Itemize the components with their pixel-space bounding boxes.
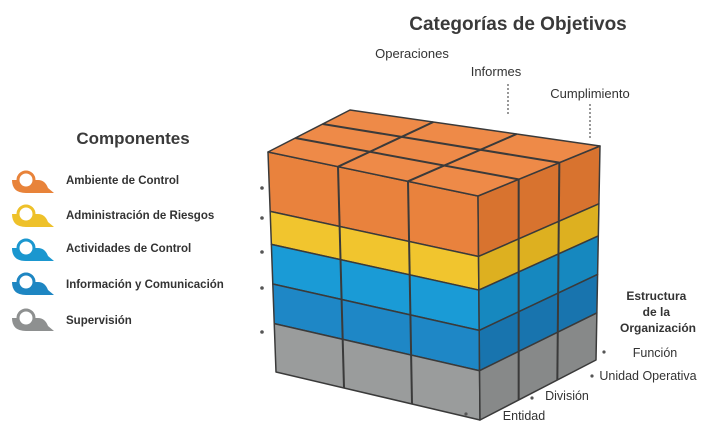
components-heading: Componentes [76, 129, 189, 148]
structure-label-entidad: Entidad [503, 409, 545, 423]
structure-heading: Estructura de la Organización [620, 289, 696, 335]
diagram-title: Categorías de Objetivos [409, 14, 627, 35]
coso-cube [267, 109, 601, 421]
component-item-informacion: Información y Comunicación [12, 272, 224, 295]
category-label-operaciones: Operaciones [375, 46, 449, 61]
front-column-line [407, 181, 413, 405]
side-column-line [556, 162, 561, 381]
structure-label-unidad: Unidad Operativa [599, 369, 696, 383]
top-grid-line [322, 123, 560, 164]
top-grid-line [407, 133, 518, 183]
pin-icon [12, 238, 54, 261]
category-label-cumplimiento: Cumplimiento [550, 86, 629, 101]
component-item-actividades: Actividades de Control [12, 238, 191, 261]
top-grid-line [295, 137, 519, 181]
structure-heading-line: Estructura [626, 289, 686, 303]
component-label: Supervisión [66, 315, 132, 327]
pin-icon [12, 272, 54, 295]
component-label: Ambiente de Control [66, 175, 179, 187]
front-column-line [337, 166, 345, 389]
component-item-supervision: Supervisión [12, 308, 132, 331]
pin-icon [12, 170, 54, 193]
component-item-ambiente: Ambiente de Control [12, 170, 179, 193]
component-label: Información y Comunicación [66, 279, 224, 291]
structure-label-division: División [545, 389, 589, 403]
pin-icon [12, 308, 54, 331]
pin-icon [12, 204, 54, 227]
structure-heading-line: de la [643, 305, 671, 319]
component-item-administracion: Administración de Riesgos [12, 204, 214, 227]
component-label: Administración de Riesgos [66, 210, 214, 222]
connector-dots [260, 186, 264, 334]
category-label-informes: Informes [471, 64, 522, 79]
top-grid-line [337, 121, 434, 168]
structure-heading-line: Organización [620, 321, 696, 335]
component-label: Actividades de Control [66, 243, 191, 255]
structure-label-funcion: Función [633, 346, 678, 360]
connector-dots-right [464, 350, 606, 416]
